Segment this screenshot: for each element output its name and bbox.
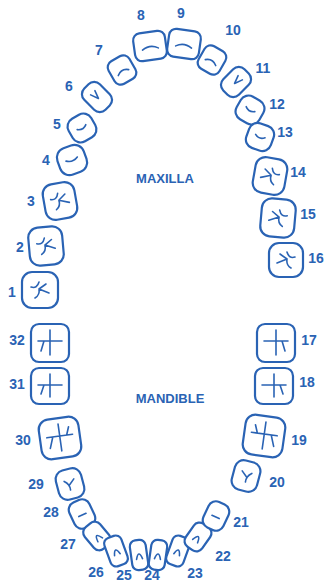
tooth-number: 22: [215, 549, 231, 563]
tooth-number: 24: [144, 568, 160, 582]
tooth-number: 12: [269, 97, 285, 111]
tooth-number: 25: [116, 568, 132, 582]
tooth-number: 23: [187, 566, 203, 580]
tooth-number: 30: [15, 433, 31, 447]
tooth-number: 2: [16, 240, 24, 254]
tooth-number: 28: [43, 505, 59, 519]
tooth-number: 6: [65, 79, 73, 93]
tooth-number: 8: [137, 8, 145, 22]
tooth-number: 7: [95, 43, 103, 57]
tooth-number: 9: [177, 6, 185, 20]
tooth-number: 13: [277, 125, 293, 139]
tooth-number: 29: [28, 477, 44, 491]
tooth-number: 21: [233, 515, 249, 529]
tooth-number: 19: [291, 433, 307, 447]
tooth-number: 10: [225, 23, 241, 37]
tooth-number: 20: [269, 475, 285, 489]
tooth-number: 1: [8, 285, 16, 299]
arch-label: MANDIBLE: [136, 392, 205, 405]
tooth-number: 5: [53, 117, 61, 131]
tooth-number: 16: [308, 251, 324, 265]
tooth-number: 4: [42, 153, 50, 167]
tooth-number: 11: [256, 61, 271, 75]
tooth-number: 3: [27, 194, 35, 208]
tooth-number: 32: [9, 333, 25, 347]
tooth-number: 26: [88, 565, 104, 579]
tooth-number: 14: [290, 165, 306, 179]
tooth-number: 27: [60, 537, 76, 551]
tooth-number: 15: [300, 207, 316, 221]
arch-label: MAXILLA: [136, 172, 194, 185]
tooth-number: 17: [301, 333, 317, 347]
tooth-number: 18: [299, 375, 315, 389]
tooth-number: 31: [9, 377, 25, 391]
